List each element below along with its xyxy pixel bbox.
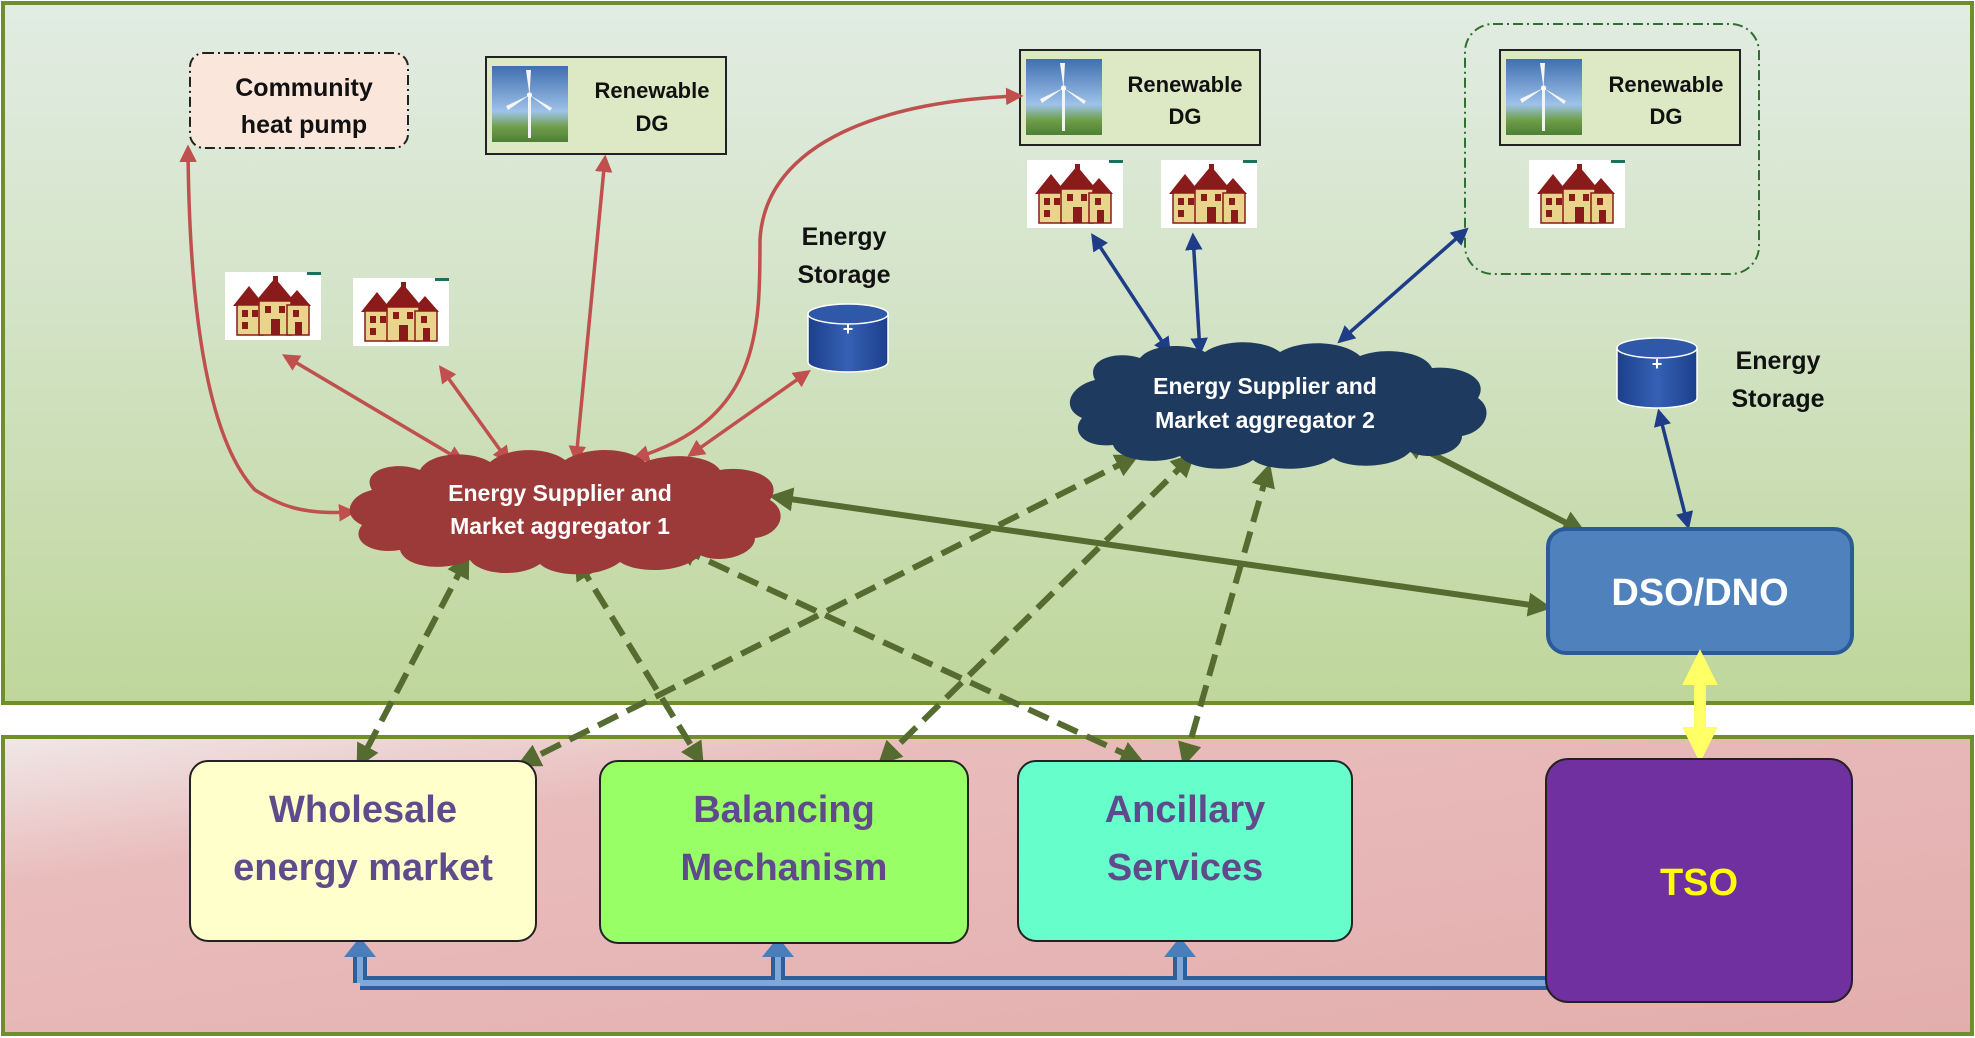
link-agg1-wholesale — [356, 553, 470, 769]
link-storage-1 — [687, 369, 811, 458]
link-storage-2 — [1653, 408, 1694, 530]
link-house-a — [281, 354, 466, 463]
wind-turbine-icon — [1026, 59, 1102, 135]
renewable-dg-2-node: Renewable DG — [1019, 49, 1261, 146]
link-prosumer-group — [1337, 227, 1469, 344]
storage-1-line1: Energy — [802, 223, 887, 251]
wholesale-line1: Wholesale — [269, 789, 457, 831]
storage-cylinder-icon: + — [1616, 337, 1698, 409]
link-agg2-ancillary — [1178, 463, 1275, 767]
tso-node: TSO — [1545, 758, 1853, 1003]
balancing-mechanism-node: Balancing Mechanism — [599, 760, 969, 944]
heat-pump-line1: Community — [235, 74, 373, 102]
storage-2-symbol: + — [1652, 354, 1663, 374]
aggregator-2-line2: Market aggregator 2 — [1155, 407, 1375, 433]
aggregator-1-line1: Energy Supplier and — [448, 480, 672, 506]
renewable-3-line2: DG — [1650, 104, 1683, 129]
market-links — [356, 452, 1275, 769]
balancing-line1: Balancing — [693, 789, 875, 831]
renewable-2-line1: Renewable — [1128, 72, 1243, 97]
aggregator-2-links — [1091, 227, 1694, 530]
ancillary-services-node: Ancillary Services — [1017, 760, 1353, 942]
aggregator-2-line1: Energy Supplier and — [1153, 373, 1377, 399]
ancillary-line1: Ancillary — [1105, 789, 1266, 831]
link-renewable-1 — [568, 154, 613, 464]
renewable-2-line2: DG — [1169, 104, 1202, 129]
renewable-dg-1-node: Renewable DG — [485, 56, 727, 155]
link-heat-pump — [179, 144, 357, 522]
dso-label: DSO/DNO — [1611, 572, 1788, 614]
house-icon — [1160, 159, 1258, 229]
renewable-1-line2: DG — [636, 111, 669, 136]
renewable-1-line1: Renewable — [595, 78, 710, 103]
balancing-line2: Mechanism — [681, 847, 888, 889]
aggregator-1-links — [179, 87, 1024, 522]
link-agg2-balancing — [877, 452, 1196, 766]
dso-dno-node: DSO/DNO — [1546, 527, 1854, 655]
tso-label: TSO — [1660, 862, 1738, 904]
wholesale-line2: energy market — [233, 847, 493, 889]
renewable-dg-3-node: Renewable DG — [1499, 49, 1741, 146]
link-agg2-dso — [1400, 437, 1587, 534]
wind-turbine-icon — [492, 66, 568, 142]
storage-2-line1: Energy — [1736, 347, 1821, 375]
ancillary-line2: Services — [1107, 847, 1263, 889]
renewable-3-line1: Renewable — [1609, 72, 1724, 97]
wind-turbine-icon — [1506, 59, 1582, 135]
aggregator-1-line2: Market aggregator 1 — [450, 513, 670, 539]
link-house-c — [1091, 233, 1171, 355]
aggregator-2-node: Energy Supplier and Market aggregator 2 — [1069, 342, 1487, 469]
storage-1-line2: Storage — [797, 261, 890, 289]
wholesale-market-node: Wholesale energy market — [189, 760, 537, 942]
house-icon — [1528, 159, 1626, 229]
community-heat-pump-node: Community heat pump — [189, 52, 409, 149]
storage-2-line2: Storage — [1731, 385, 1824, 413]
storage-cylinder-icon: + — [807, 303, 889, 373]
energy-storage-2-node: Energy Storage + — [1616, 337, 1825, 413]
tso-bus — [344, 937, 1550, 990]
link-house-d — [1185, 232, 1208, 356]
heat-pump-line2: heat pump — [241, 111, 367, 139]
house-icon — [224, 271, 322, 341]
storage-1-symbol: + — [843, 319, 854, 339]
link-house-b — [438, 365, 511, 464]
aggregator-1-node: Energy Supplier and Market aggregator 1 — [349, 450, 781, 575]
house-icon — [352, 277, 450, 347]
house-icon — [1026, 159, 1124, 229]
